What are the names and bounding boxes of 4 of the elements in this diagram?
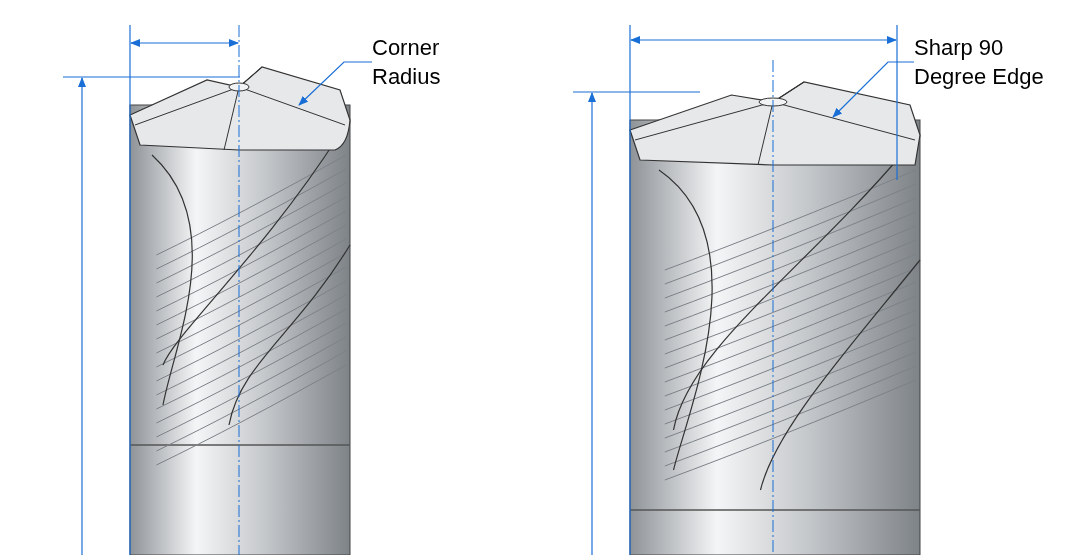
leader-line xyxy=(298,61,373,106)
leader-line xyxy=(832,61,915,118)
callout-label: Corner Radius xyxy=(372,34,442,91)
callout-label: Sharp 90 Degree Edge xyxy=(914,34,1045,91)
